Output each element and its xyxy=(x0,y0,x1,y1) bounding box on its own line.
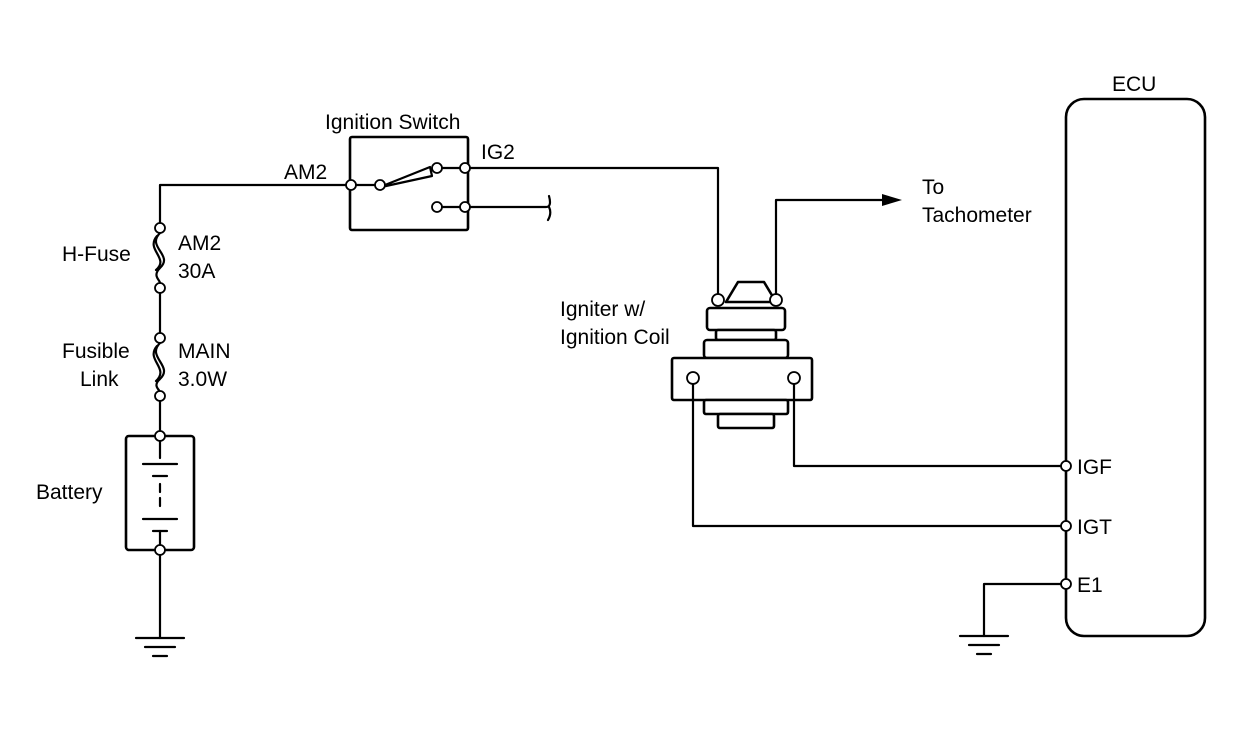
switch-am2-terminal-label: AM2 xyxy=(284,161,327,184)
fusible-link-label-line1: Fusible xyxy=(62,340,130,363)
hfuse-label: H-Fuse xyxy=(62,243,131,266)
ecu-pin-igt-label: IGT xyxy=(1077,516,1112,539)
ecu-pin-e1-label: E1 xyxy=(1077,574,1103,597)
ignition-switch-label: Ignition Switch xyxy=(325,111,460,134)
battery-label: Battery xyxy=(36,481,103,504)
ecu-ground-symbol xyxy=(958,582,1063,656)
tachometer-output: To Tachometer xyxy=(774,176,1032,296)
h-fuse xyxy=(152,222,166,294)
switch-ig2-terminal-label: IG2 xyxy=(481,141,515,164)
battery-ground-symbol xyxy=(134,553,186,658)
battery xyxy=(124,430,196,556)
wire-to-tachometer xyxy=(774,198,886,296)
hfuse-rating: 30A xyxy=(178,260,215,283)
hfuse-name: AM2 xyxy=(178,232,221,255)
igniter-label-line2: Ignition Coil xyxy=(560,326,670,349)
igniter-with-ignition-coil: Igniter w/ Ignition Coil xyxy=(560,280,814,430)
fusible-link-name: MAIN xyxy=(178,340,231,363)
ecu-pin-igf-label: IGF xyxy=(1077,456,1112,479)
power-supply-branch: Battery H-Fuse AM2 30A Fusible Link MAIN… xyxy=(36,183,353,658)
fusible-link xyxy=(152,332,166,402)
fusible-link-label-line2: Link xyxy=(80,368,119,391)
tachometer-label-line1: To xyxy=(922,176,944,199)
wire-igt xyxy=(691,382,1063,528)
ecu: ECU IGF IGT E1 xyxy=(1060,73,1207,638)
wire-am2-to-hfuse xyxy=(158,183,353,230)
ecu-label: ECU xyxy=(1112,73,1156,96)
wire-igf xyxy=(792,382,1063,468)
tachometer-label-line2: Tachometer xyxy=(922,204,1032,227)
fusible-link-rating: 3.0W xyxy=(178,368,227,391)
igniter-label-line1: Igniter w/ xyxy=(560,298,645,321)
wire-switch-stub xyxy=(468,194,552,222)
arrow-right-icon xyxy=(882,194,902,206)
wire-ig2-to-igniter xyxy=(468,166,720,297)
ignition-switch: Ignition Switch AM2 IG2 xyxy=(284,111,515,232)
